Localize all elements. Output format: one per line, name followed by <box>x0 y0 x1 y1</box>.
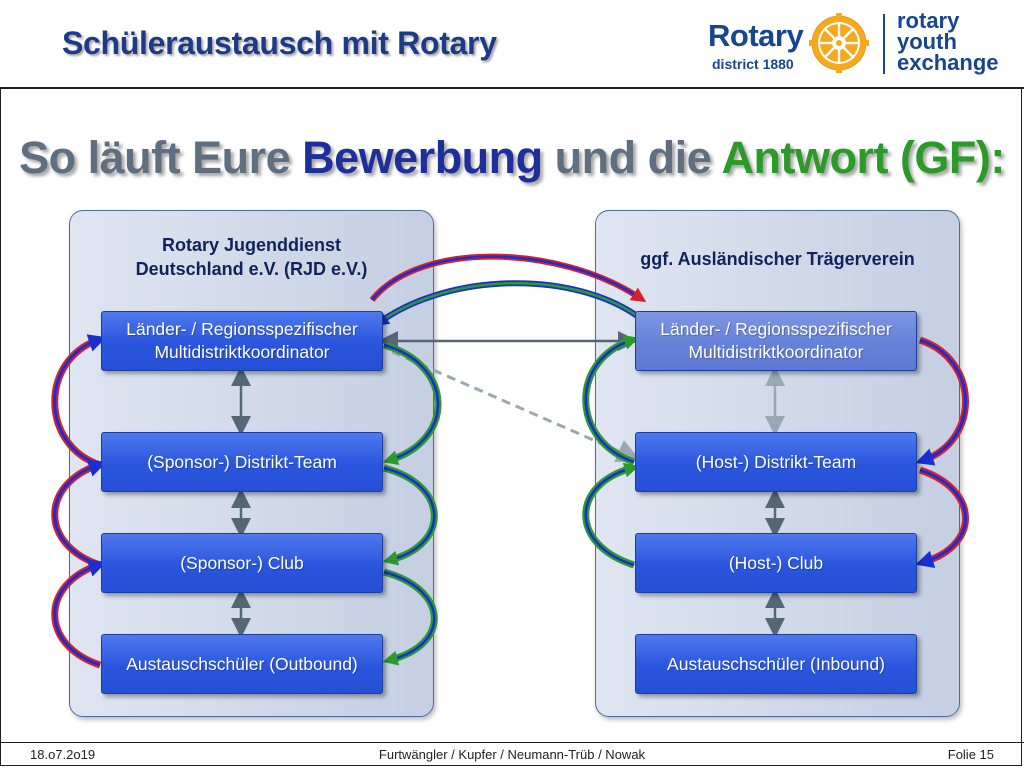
left-box-club: (Sponsor-) Club <box>101 533 383 593</box>
rotary-wheel-icon <box>809 13 869 73</box>
logo-separator <box>883 14 885 74</box>
right-box-coordinator-line2: Multidistriktkoordinator <box>688 342 864 362</box>
left-panel-title-line2: Deutschland e.V. (RJD e.V.) <box>135 259 368 279</box>
footer-slide-number: Folie 15 <box>947 747 994 762</box>
main-title-part1: So läuft Eure <box>19 132 303 183</box>
left-box-coordinator-line1: Länder- / Regionsspezifischer <box>126 319 358 339</box>
main-title-part2: Bewerbung <box>302 132 543 183</box>
right-application-arrows <box>915 336 969 568</box>
main-title-part4: Antwort (GF): <box>721 132 1005 183</box>
footer-date: 18.o7.2o19 <box>30 747 96 762</box>
left-box-student-outbound: Austauschschüler (Outbound) <box>101 634 383 694</box>
logo-district-text: district 1880 <box>712 56 794 72</box>
logo-rye-text: rotary youth exchange <box>897 8 999 75</box>
left-box-coordinator: Länder- / Regionsspezifischer Multidistr… <box>101 311 383 371</box>
left-application-arrows <box>51 334 107 669</box>
logo-rye-line1: rotary <box>897 8 960 33</box>
main-title: So läuft Eure Bewerbung und die Antwort … <box>0 132 1024 184</box>
right-box-student-inbound: Austauschschüler (Inbound) <box>635 634 917 694</box>
right-box-coordinator: Länder- / Regionsspezifischer Multidistr… <box>635 311 917 371</box>
header-title: Schüleraustausch mit Rotary <box>62 25 497 61</box>
right-answer-arrows <box>582 335 640 569</box>
left-panel-title-line1: Rotary Jugenddienst <box>161 235 342 255</box>
rotary-logo: Rotary district 1880 <box>702 8 1012 80</box>
dashed-diagonal-link <box>391 350 641 463</box>
main-title-part3: und die <box>542 132 722 183</box>
logo-rotary-text: Rotary <box>708 18 804 53</box>
footer-authors: Furtwängler / Kupfer / Neumann-Trüb / No… <box>378 747 646 762</box>
logo-rye-line2: youth <box>897 29 957 54</box>
top-arc-blue-red-inner <box>378 280 642 325</box>
footer-rule <box>0 742 1024 743</box>
right-box-district-team: (Host-) Distrikt-Team <box>635 432 917 492</box>
right-box-club: (Host-) Club <box>635 533 917 593</box>
left-box-district-team: (Sponsor-) Distrikt-Team <box>101 432 383 492</box>
header: Schüleraustausch mit Rotary Rotary distr… <box>0 0 1024 88</box>
right-panel-title: ggf. Ausländischer Trägerverein <box>640 249 915 269</box>
logo-rye-line3: exchange <box>897 50 999 75</box>
left-box-coordinator-line2: Multidistriktkoordinator <box>154 342 330 362</box>
left-panel-title: Rotary Jugenddienst Deutschland e.V. (RJ… <box>70 233 433 281</box>
left-answer-arrows <box>382 341 442 666</box>
right-box-coordinator-line1: Länder- / Regionsspezifischer <box>660 319 892 339</box>
header-rule <box>0 87 1024 89</box>
